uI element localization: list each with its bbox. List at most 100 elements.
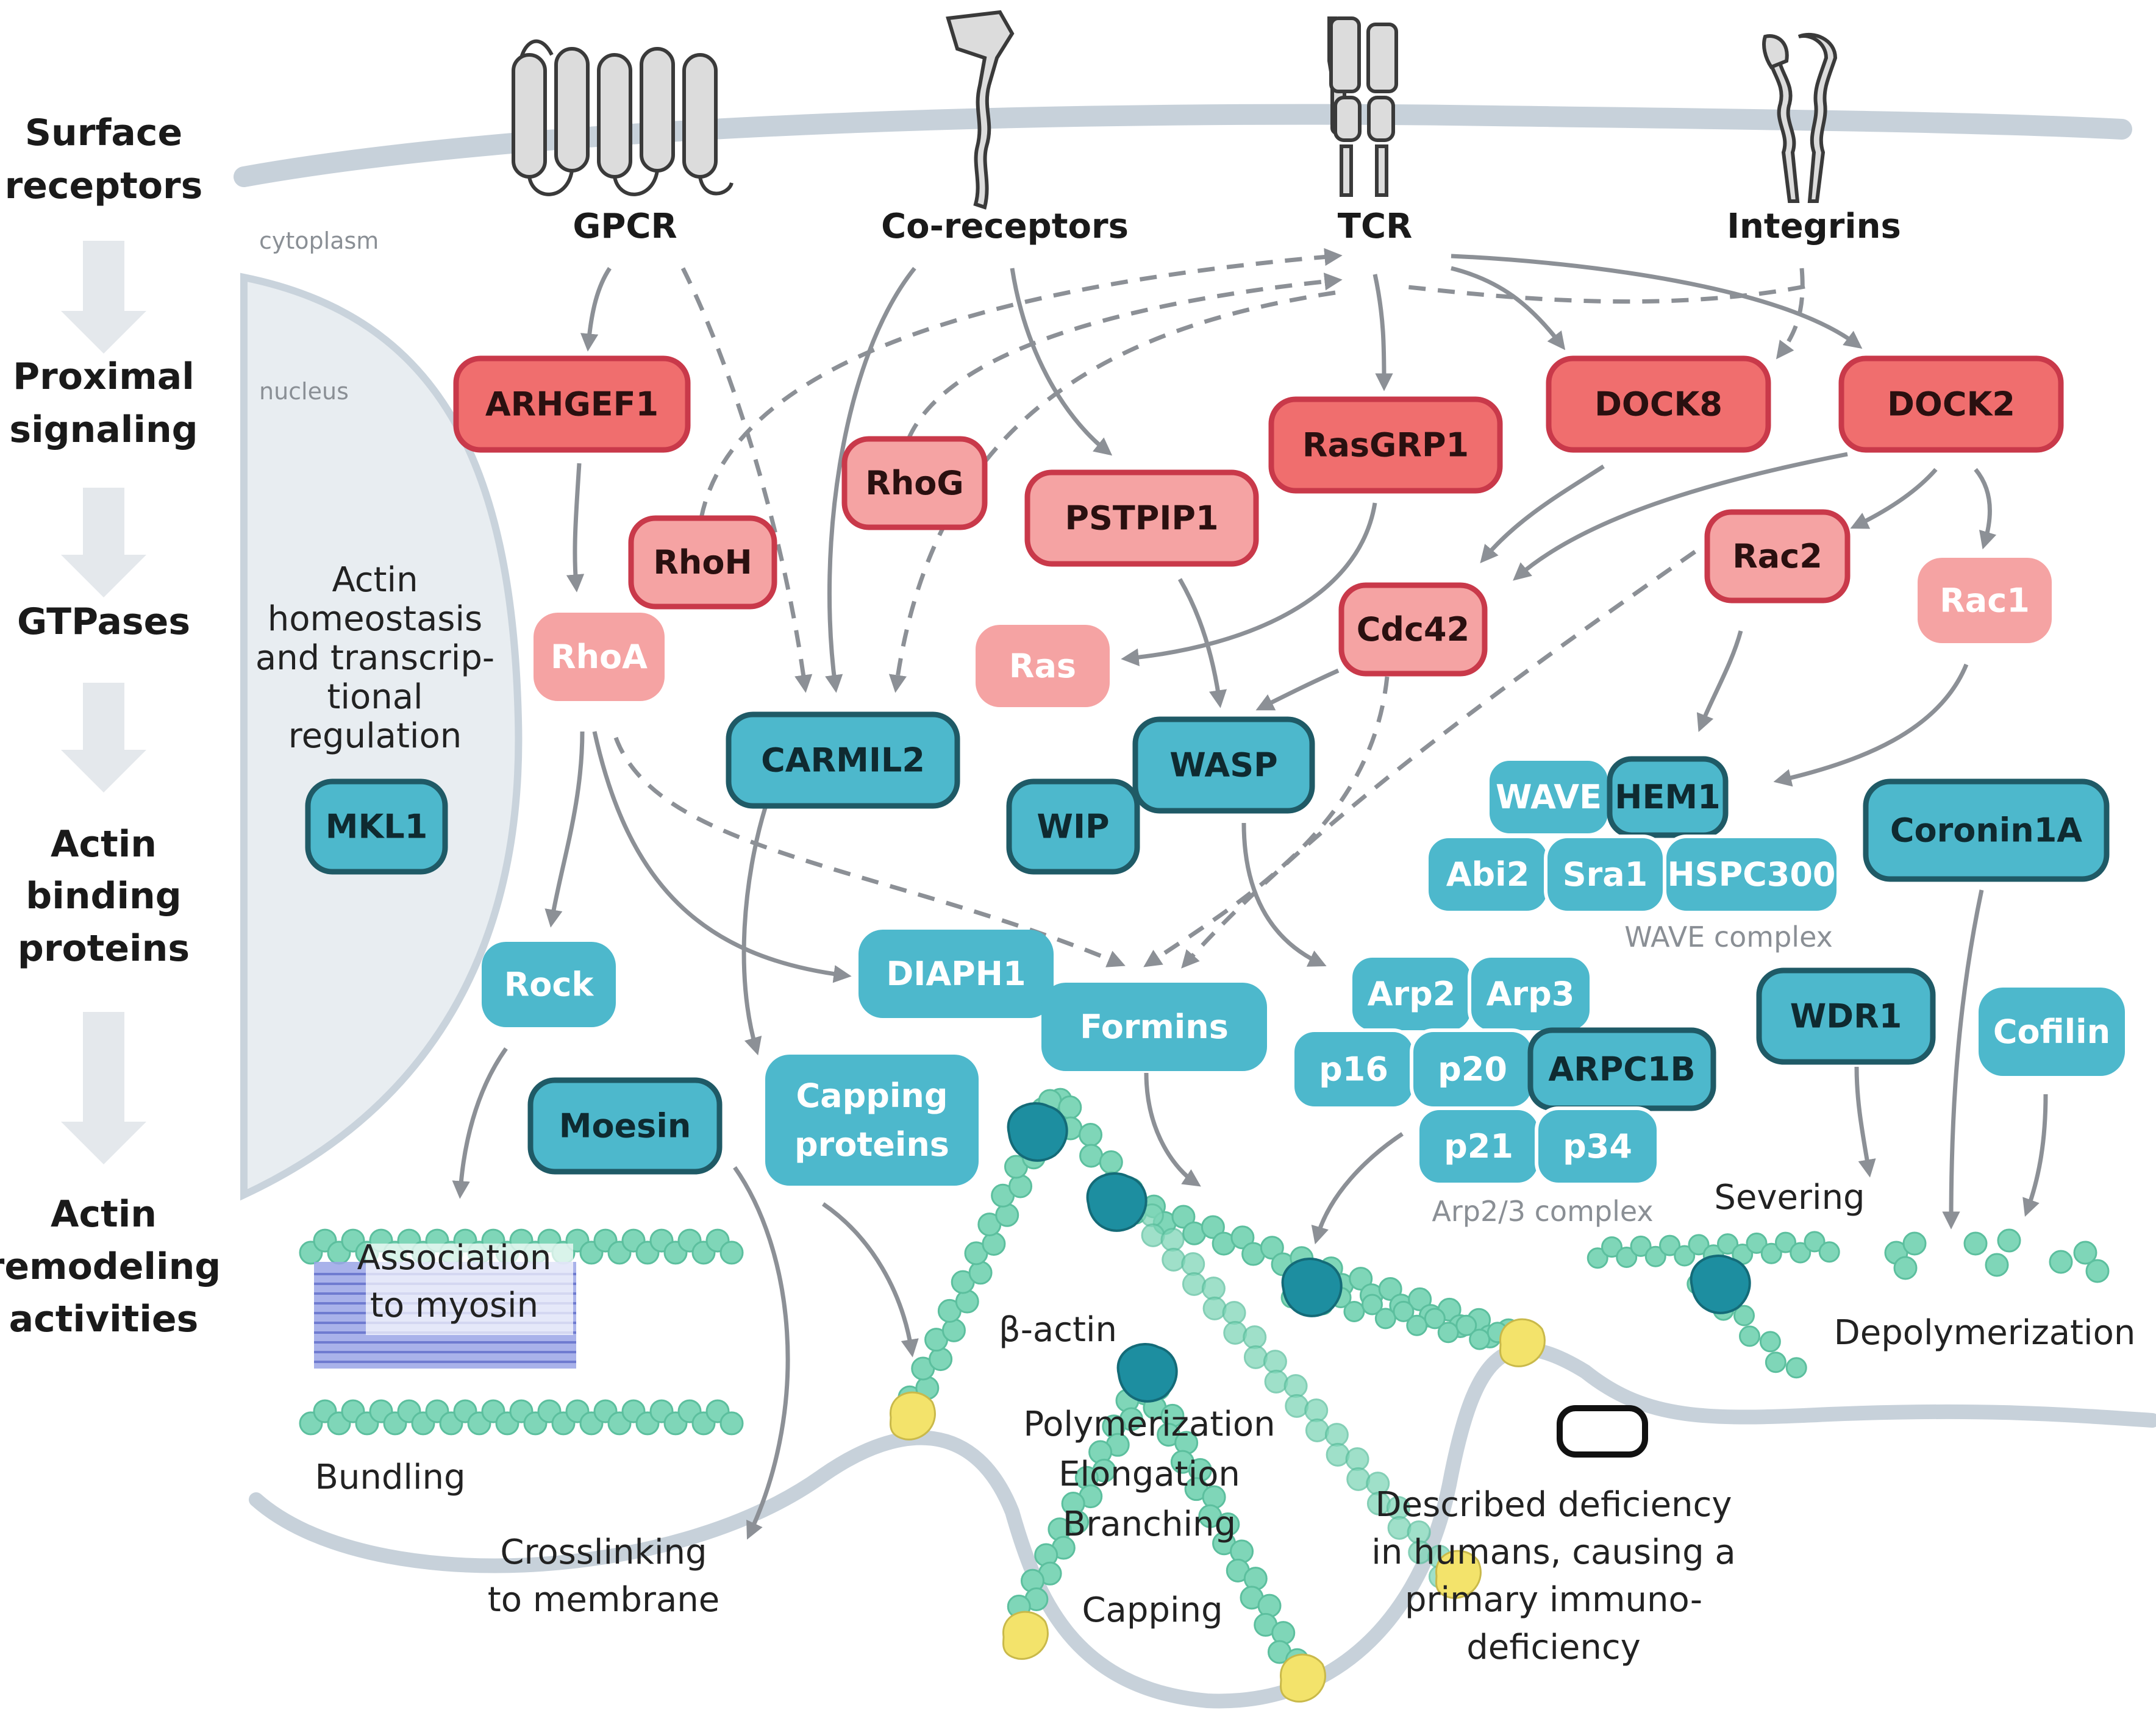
actin-filaments xyxy=(299,1088,2110,1703)
actin-monomer xyxy=(1616,1247,1638,1269)
arrow-cdc42-wasp xyxy=(1255,668,1340,711)
node-cdc42: Cdc42 xyxy=(1338,582,1488,677)
actin-monomer xyxy=(2085,1259,2110,1283)
capping-protein-icon xyxy=(1280,1653,1326,1703)
subunit-p21: p21 xyxy=(1416,1106,1541,1186)
actin-monomer xyxy=(1408,1287,1432,1311)
arrow-integrin-tcr-dashed xyxy=(1402,284,1805,304)
node-rasgrp1-label: RasGRP1 xyxy=(1302,426,1469,465)
actin-monomer xyxy=(1785,1357,1807,1379)
arrow-rhoa-formins-dashed xyxy=(613,736,1126,967)
node-ras-label: Ras xyxy=(1009,647,1076,685)
gpcr-icon xyxy=(512,39,734,196)
node-wasp: WASP xyxy=(1132,716,1315,814)
actin-monomer xyxy=(1759,1331,1781,1353)
subunit-sra1-label: Sra1 xyxy=(1563,855,1648,894)
arp23-icon xyxy=(1116,1343,1178,1403)
receptor-labels: GPCR Co-receptors TCR Integrins xyxy=(573,207,1901,246)
arrow-rac2-wave xyxy=(1696,630,1743,732)
legend-line0: Described deficiency xyxy=(1376,1485,1732,1525)
actin-monomer xyxy=(1804,1231,1826,1253)
arrow-wasp-arp xyxy=(1241,822,1327,967)
capping-protein-icon xyxy=(1499,1318,1546,1367)
actin-monomer xyxy=(2073,1241,2097,1265)
association-to-myosin-line1: to myosin xyxy=(370,1286,538,1325)
stage-label-gtpases-line0: GTPases xyxy=(17,600,190,643)
arrow-rhoa-rock xyxy=(544,731,585,928)
stage-label-abp-line1: binding xyxy=(26,875,181,917)
nuclear-function-line3: tional xyxy=(327,677,423,717)
arrow-moesin-membrane xyxy=(733,1166,790,1540)
arrow-formins-actin xyxy=(1144,1072,1201,1187)
bundling-line0: Bundling xyxy=(315,1458,465,1497)
arrow-coreceptor-pstpip1 xyxy=(1010,268,1113,456)
actin-monomer xyxy=(1349,1267,1373,1291)
label-backdrop xyxy=(366,1244,573,1335)
arrow-rhoa-diaph1 xyxy=(592,731,852,983)
arp23-icon xyxy=(1086,1172,1148,1232)
stage-flow-arrow xyxy=(61,683,146,792)
receptor-integrins: Integrins xyxy=(1727,207,1901,246)
node-capping-label: proteins xyxy=(794,1125,949,1164)
arrow-rac2-formins-dashed xyxy=(1181,550,1697,969)
stage-flow-arrow xyxy=(61,488,146,597)
actin-monomer xyxy=(1243,1325,1267,1350)
node-wdr1-label: WDR1 xyxy=(1790,997,1902,1036)
stage-label-proximal-line1: signaling xyxy=(9,408,198,451)
actin-monomer xyxy=(1997,1228,2021,1253)
stage-label-remodel-line2: activities xyxy=(9,1298,199,1341)
subunit-p21-label: p21 xyxy=(1444,1127,1513,1166)
node-rasgrp1: RasGRP1 xyxy=(1268,396,1503,494)
node-rac2-label: Rac2 xyxy=(1732,537,1822,575)
stage-flow-arrow xyxy=(61,241,146,354)
node-rock: Rock xyxy=(482,942,616,1027)
arrow-cofilin-depoly xyxy=(2022,1094,2048,1217)
node-dock8-label: DOCK8 xyxy=(1594,385,1722,424)
node-pstpip1-label: PSTPIP1 xyxy=(1065,499,1218,538)
subunit-hspc300: HSPC300 xyxy=(1663,835,1840,914)
node-wip: WIP xyxy=(1006,778,1140,875)
subunit-hem1: HEM1 xyxy=(1607,756,1729,838)
node-rac1: Rac1 xyxy=(1918,558,2052,643)
subunit-hspc300-label: HSPC300 xyxy=(1667,855,1835,894)
actin-monomer xyxy=(1326,1442,1350,1467)
subunit-arpc1b-label: ARPC1B xyxy=(1548,1050,1695,1089)
actin-monomer xyxy=(1201,1277,1226,1301)
actin-monomer xyxy=(1202,1296,1227,1320)
actin-monomer xyxy=(1374,1308,1396,1330)
actin-monomer xyxy=(968,1261,993,1285)
actin-monomer xyxy=(1346,1467,1371,1491)
stage-label-remodel-line1: remodeling xyxy=(0,1245,221,1288)
actin-monomer xyxy=(1305,1418,1329,1442)
subunit-hem1-label: HEM1 xyxy=(1615,778,1720,816)
arrow-dock2-rac1 xyxy=(1974,468,1997,550)
actin-monomer xyxy=(1260,1236,1284,1260)
actin-monomer xyxy=(1160,1228,1185,1252)
capping-protein-icon xyxy=(1002,1611,1049,1660)
node-dock8: DOCK8 xyxy=(1546,355,1771,453)
actin-monomer xyxy=(1790,1242,1812,1264)
subunit-p20-label: p20 xyxy=(1438,1050,1507,1089)
actin-monomer xyxy=(995,1203,1019,1227)
tcr-icon xyxy=(1327,16,1398,197)
actin-monomer xyxy=(1264,1369,1288,1394)
stage-label-abp-line2: proteins xyxy=(18,927,190,970)
arrow-integrin-dock8-dashed xyxy=(1776,268,1805,360)
integrin-icon xyxy=(1762,32,1838,203)
subunit-p16-label: p16 xyxy=(1319,1050,1388,1089)
arp23-icon xyxy=(1690,1255,1751,1314)
actin-monomer xyxy=(719,1241,744,1265)
actin-monomer xyxy=(1285,1394,1309,1418)
node-coronin1a: Coronin1A xyxy=(1863,778,2110,882)
polymerization-line1: Elongation xyxy=(1058,1455,1240,1494)
subunit-wave: WAVE xyxy=(1486,757,1612,837)
node-cofilin-label: Cofilin xyxy=(1993,1013,2110,1051)
legend-line1: in humans, causing a xyxy=(1371,1533,1735,1572)
actin-monomer xyxy=(1406,1314,1428,1336)
actin-monomer xyxy=(1659,1234,1681,1256)
actin-monomer xyxy=(1182,1272,1206,1296)
stage-label-remodel-line0: Actin xyxy=(51,1193,157,1236)
